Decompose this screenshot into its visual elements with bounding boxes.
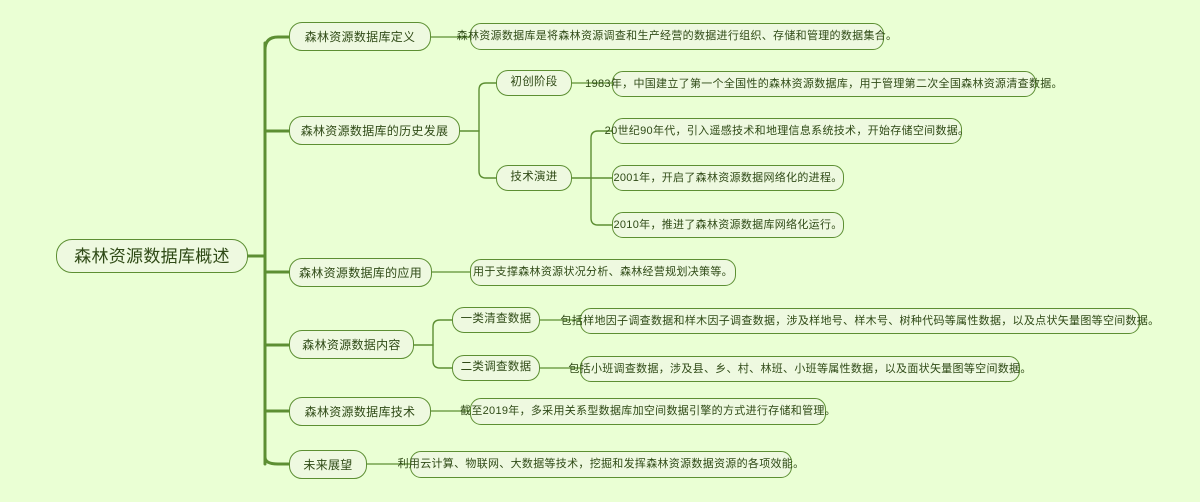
node-label-history-founding-1983: 1983年，中国建立了第一个全国性的森林资源数据库，用于管理第二次全国森林资源清… [585, 77, 1063, 90]
node-label-history-tech: 技术演进 [510, 171, 558, 184]
node-history-tech-2001[interactable]: 2001年，开启了森林资源数据网络化的进程。 [612, 165, 844, 191]
node-history-tech-90s[interactable]: 20世纪90年代，引入遥感技术和地理信息系统技术，开始存储空间数据。 [605, 118, 969, 144]
node-root[interactable]: 森林资源数据库概述 [56, 239, 248, 273]
node-label-history-tech-2001: 2001年，开启了森林资源数据网络化的进程。 [613, 171, 843, 184]
node-label-technology: 森林资源数据库技术 [304, 404, 416, 419]
connector-history-sub-spine-to-history-founding [478, 82, 497, 132]
node-label-content-class1: 一类清查数据 [460, 313, 532, 326]
node-technology[interactable]: 森林资源数据库技术 [289, 397, 431, 426]
connector-content-sub-spine-to-content-class1 [432, 319, 453, 346]
node-future-detail[interactable]: 利用云计算、物联网、大数据等技术，挖掘和发挥森林资源数据资源的各项效能。 [398, 451, 804, 478]
node-label-content: 森林资源数据内容 [302, 337, 401, 352]
node-label-future: 未来展望 [303, 457, 353, 472]
node-content-class2[interactable]: 二类调查数据 [452, 355, 540, 381]
node-label-history-founding: 初创阶段 [510, 76, 558, 89]
node-label-application-detail: 用于支撑森林资源状况分析、森林经营规划决策等。 [473, 266, 733, 278]
node-label-definition-detail: 森林资源数据库是将森林资源调查和生产经营的数据进行组织、存储和管理的数据集合。 [456, 30, 898, 42]
connector-history-sub-spine-to-history-tech [478, 130, 497, 179]
node-application-detail[interactable]: 用于支撑森林资源状况分析、森林经营规划决策等。 [470, 259, 736, 286]
node-label-history-tech-90s: 20世纪90年代，引入遥感技术和地理信息系统技术，开始存储空间数据。 [604, 124, 970, 137]
node-history-tech-2010[interactable]: 2010年，推进了森林资源数据库网络化运行。 [612, 212, 844, 238]
node-history-tech[interactable]: 技术演进 [496, 165, 572, 191]
node-label-content-class2-detail: 包括小班调查数据，涉及县、乡、村、林班、小班等属性数据，以及面状矢量图等空间数据… [568, 362, 1032, 375]
connector-tech-sub-spine-to-history-tech-2010 [590, 177, 613, 226]
node-label-content-class1-detail: 包括样地因子调查数据和样木因子调查数据，涉及样地号、样木号、树种代码等属性数据，… [560, 314, 1160, 327]
node-content-class2-detail[interactable]: 包括小班调查数据，涉及县、乡、村、林班、小班等属性数据，以及面状矢量图等空间数据… [568, 356, 1031, 382]
node-definition-detail[interactable]: 森林资源数据库是将森林资源调查和生产经营的数据进行组织、存储和管理的数据集合。 [457, 23, 897, 50]
node-technology-detail[interactable]: 截至2019年，多采用关系型数据库加空间数据引擎的方式进行存储和管理。 [460, 398, 836, 425]
node-label-content-class2: 二类调查数据 [460, 361, 532, 374]
node-content-class1[interactable]: 一类清查数据 [452, 307, 540, 333]
node-definition[interactable]: 森林资源数据库定义 [289, 22, 431, 51]
connector-spine-main-to-future [263, 455, 291, 466]
connector-spine-main-to-definition [263, 35, 291, 52]
node-label-history-tech-2010: 2010年，推进了森林资源数据库网络化运行。 [613, 218, 843, 231]
node-content-class1-detail[interactable]: 包括样地因子调查数据和样木因子调查数据，涉及样地号、样木号、树种代码等属性数据，… [561, 308, 1159, 334]
node-content[interactable]: 森林资源数据内容 [289, 330, 414, 359]
node-label-future-detail: 利用云计算、物联网、大数据等技术，挖掘和发挥森林资源数据资源的各项效能。 [397, 458, 805, 470]
connector-content-sub-spine-to-content-class2 [432, 344, 453, 369]
node-history[interactable]: 森林资源数据库的历史发展 [289, 116, 460, 145]
node-label-application: 森林资源数据库的应用 [299, 265, 423, 280]
node-label-technology-detail: 截至2019年，多采用关系型数据库加空间数据引擎的方式进行存储和管理。 [460, 405, 836, 417]
node-history-founding-1983[interactable]: 1983年，中国建立了第一个全国性的森林资源数据库，用于管理第二次全国森林资源清… [585, 71, 1063, 97]
node-future[interactable]: 未来展望 [289, 450, 367, 479]
node-application[interactable]: 森林资源数据库的应用 [289, 258, 432, 287]
node-history-founding[interactable]: 初创阶段 [496, 70, 572, 96]
connector-tech-sub-spine-to-history-tech-90s [590, 130, 613, 179]
node-label-definition: 森林资源数据库定义 [304, 29, 416, 44]
node-label-history: 森林资源数据库的历史发展 [300, 123, 449, 138]
node-label-root: 森林资源数据库概述 [74, 246, 230, 266]
